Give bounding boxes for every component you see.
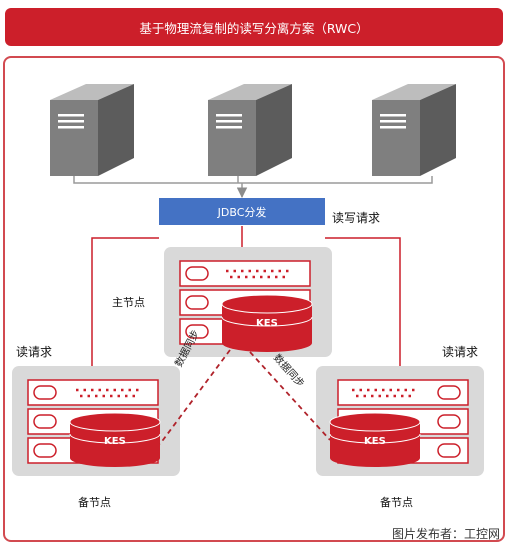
standby-node-right <box>316 366 484 476</box>
jdbc-label: JDBC分发 <box>217 205 267 219</box>
read-request-label-left: 读请求 <box>16 345 53 359</box>
read-request-label-right: 读请求 <box>442 345 479 359</box>
standby-node-label-right: 备节点 <box>380 496 413 509</box>
kes-label-standby-right: KES <box>364 436 386 447</box>
client-server-1 <box>50 84 134 176</box>
diagram-title: 基于物理流复制的读写分离方案（RWC） <box>139 20 369 36</box>
kes-label-primary: KES <box>256 318 278 329</box>
standby-node-label-left: 备节点 <box>78 496 111 509</box>
diagram-frame <box>3 56 505 542</box>
client-connectors <box>73 176 433 199</box>
title-bar: 基于物理流复制的读写分离方案（RWC） <box>5 8 503 46</box>
image-credit: 图片发布者：工控网 <box>391 527 500 541</box>
standby-node-left <box>12 366 180 476</box>
primary-node <box>164 247 332 357</box>
sync-links <box>159 349 331 445</box>
primary-node-label: 主节点 <box>112 296 145 309</box>
client-server-2 <box>208 84 292 176</box>
read-write-request-label: 读写请求 <box>332 211 381 225</box>
client-server-3 <box>372 84 456 176</box>
kes-label-standby-left: KES <box>104 436 126 447</box>
jdbc-dispatch-box: JDBC分发 <box>159 198 325 225</box>
